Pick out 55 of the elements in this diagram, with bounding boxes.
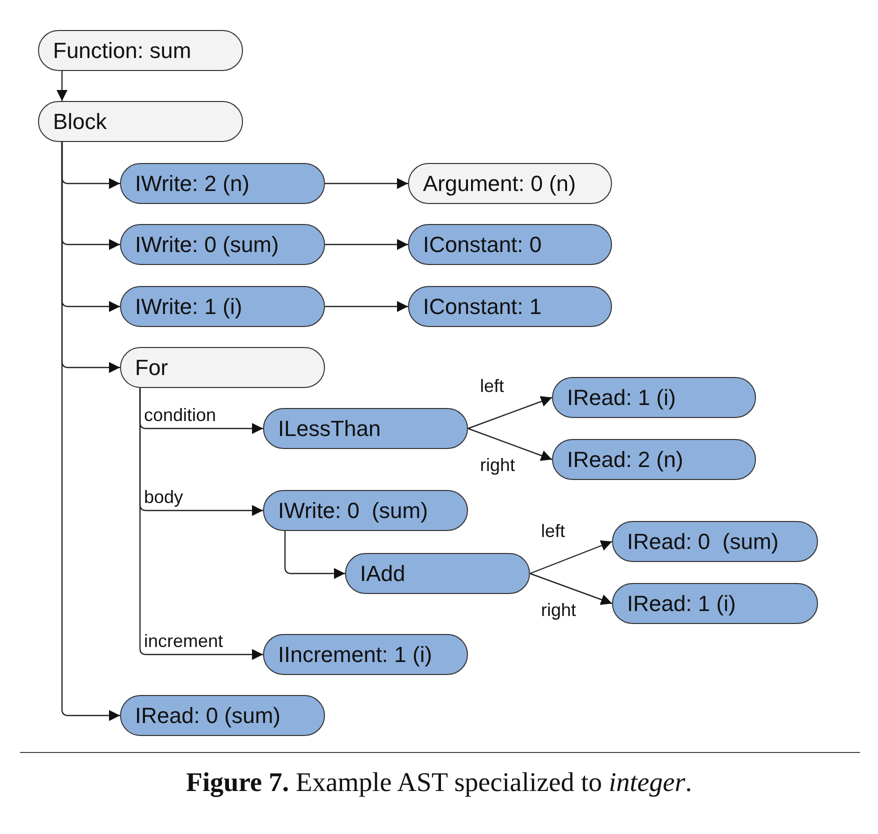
figure-caption: Figure 7. Example AST specialized to integer. [185, 766, 693, 799]
node-label: IRead: 1 (i) [627, 590, 736, 618]
arrow [139, 388, 263, 660]
node-label: IWrite: 0 (sum) [278, 497, 428, 525]
edge-label: right [541, 598, 576, 620]
ast-node [408, 163, 612, 204]
arrow [284, 531, 345, 579]
node-label: Argument: 0 (n) [423, 170, 576, 198]
node-label: IWrite: 1 (i) [135, 293, 242, 321]
ast-node-highlighted [263, 490, 468, 531]
arrow [325, 301, 408, 312]
arrow [56, 71, 68, 101]
node-label: IRead: 2 (n) [567, 446, 684, 474]
edge-label: body [144, 486, 184, 508]
node-label: IAdd [360, 560, 406, 588]
node-label: IRead: 0 (sum) [627, 528, 779, 556]
edge-label: condition [144, 404, 216, 426]
node-label: IWrite: 2 (n) [135, 170, 250, 198]
ast-node-highlighted [120, 163, 325, 204]
edge-label: increment [144, 630, 224, 652]
edge-label: right [480, 454, 516, 476]
ast-node-highlighted [612, 583, 818, 624]
ast-node-highlighted [120, 286, 325, 327]
ast-node [38, 30, 243, 71]
ast-node-highlighted [552, 439, 756, 480]
ast-node-highlighted [408, 286, 612, 327]
node-label: IRead: 0 (sum) [135, 702, 280, 730]
node-label: IConstant: 1 [423, 293, 542, 321]
arrow [468, 396, 552, 430]
node-label: For [135, 354, 168, 382]
ast-node-highlighted [408, 224, 612, 265]
ast-node [120, 347, 325, 388]
node-label: IWrite: 0 (sum) [135, 231, 279, 259]
node-label: IRead: 1 (i) [567, 384, 676, 412]
ast-node-highlighted [263, 408, 468, 449]
arrow [468, 428, 552, 461]
ast-node-highlighted [263, 634, 468, 675]
node-label: Block [53, 108, 107, 136]
ast-node-highlighted [120, 695, 325, 736]
arrow [530, 540, 612, 574]
ast-node [38, 101, 243, 142]
node-label: IIncrement: 1 (i) [278, 641, 432, 669]
arrow [61, 142, 120, 721]
ast-node-highlighted [120, 224, 325, 265]
arrow [325, 239, 408, 250]
node-label: Function: sum [53, 37, 192, 65]
node-label: ILessThan [278, 415, 381, 443]
arrow [530, 572, 612, 605]
ast-node-highlighted [552, 377, 756, 418]
edge-label: left [480, 375, 504, 397]
arrow [325, 178, 408, 189]
node-label: IConstant: 0 [423, 231, 542, 259]
edge-label: left [541, 520, 566, 542]
ast-node-highlighted [612, 521, 818, 562]
ast-node-highlighted [345, 553, 530, 594]
